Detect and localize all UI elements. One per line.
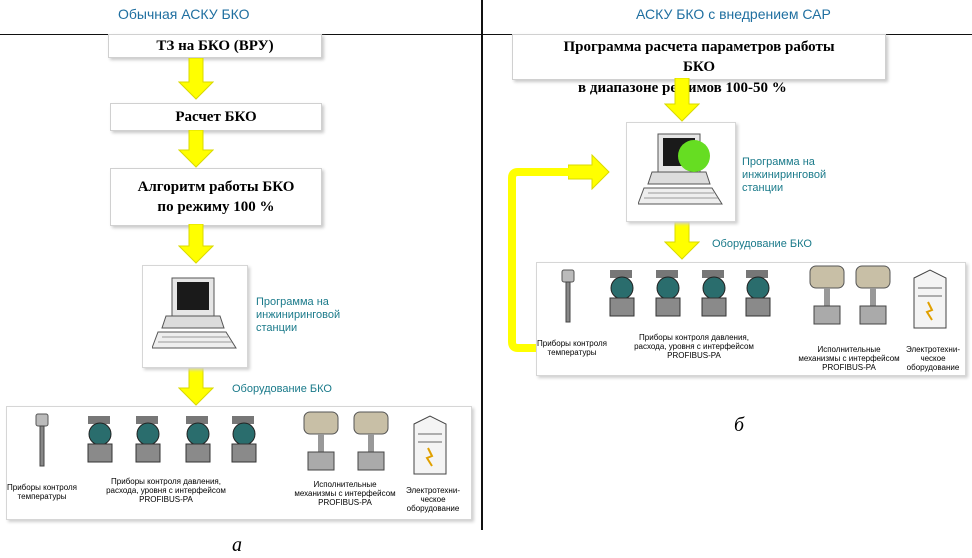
computer-icon [152,277,237,349]
algorithm-line2: по режиму 100 % [157,199,275,215]
valve-actuator-icon [353,411,389,471]
left-electrical-label: Электротехни- ческое оборудование [406,486,460,513]
center-divider [481,0,483,530]
arrow-right-icon [568,154,610,190]
temperature-probe-icon [35,413,49,467]
left-actuators-label: Исполнительные механизмы с интерфейсом P… [294,480,396,507]
tz-box-label: ТЗ на БКО (ВРУ) [156,37,274,54]
right-temperature-label: Приборы контроля температуры [537,339,607,357]
left-caption: а [232,534,242,556]
right-actuators-label: Исполнительные механизмы с интерфейсом P… [798,345,900,372]
left-equipment-label: Оборудование БКО [232,383,332,395]
pressure-transmitter-icon [135,416,161,463]
right-electrical-label: Электротехни- ческое оборудование [906,345,960,372]
right-caption: б [734,414,745,436]
pressure-transmitter-icon [745,270,771,317]
left-title: Обычная АСКУ БКО [118,6,250,22]
left-temperature-label: Приборы контроля температуры [7,483,77,501]
arrow-down-icon [664,78,700,122]
feedback-loop-arrow [508,168,572,352]
tz-box: ТЗ на БКО (ВРУ) [108,34,322,58]
arrow-down-icon [178,224,214,264]
pressure-transmitter-icon [655,270,681,317]
arrow-down-icon [178,130,214,168]
valve-actuator-icon [809,265,845,325]
left-program-label: Программа на инжиниринговой станции [256,296,341,334]
calc-program-line2: БКО [682,59,716,75]
calc-box: Расчет БКО [110,103,322,131]
algorithm-box: Алгоритм работы БКО по режиму 100 % [110,168,322,226]
pressure-transmitter-icon [609,270,635,317]
calc-box-label: Расчет БКО [175,108,257,125]
valve-actuator-icon [303,411,339,471]
calc-program-box: Программа расчета параметров работы БКО [512,34,886,80]
arrow-down-icon [178,58,214,100]
right-title: АСКУ БКО с внедрением САР [636,6,831,22]
arrow-down-icon [664,222,700,260]
right-pressure-label: Приборы контроля давления, расхода, уров… [634,333,754,360]
electrical-cabinet-icon [913,269,947,329]
right-program-label: Программа на инжиниринговой станции [742,156,827,194]
pressure-transmitter-icon [185,416,211,463]
status-indicator-icon [678,140,710,172]
left-pressure-label: Приборы контроля давления, расхода, уров… [106,477,226,504]
arrow-down-icon [178,366,214,406]
calc-program-line1: Программа расчета параметров работы [563,38,835,55]
temperature-probe-icon [561,269,575,323]
electrical-cabinet-icon [413,415,447,475]
algorithm-line1: Алгоритм работы БКО [137,178,295,195]
pressure-transmitter-icon [231,416,257,463]
pressure-transmitter-icon [87,416,113,463]
right-equipment-label: Оборудование БКО [712,238,812,250]
pressure-transmitter-icon [701,270,727,317]
valve-actuator-icon [855,265,891,325]
